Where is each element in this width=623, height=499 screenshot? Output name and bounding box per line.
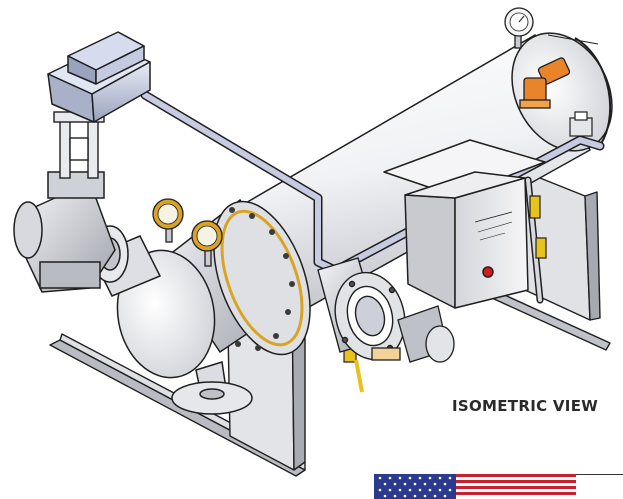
indicator-light	[482, 266, 494, 278]
control-valve-body	[13, 171, 162, 297]
top-temperature-gauge-icon	[504, 7, 534, 49]
inlet-flange	[317, 257, 406, 361]
control-valve-yoke	[53, 111, 105, 179]
pressure-gauge-icon	[152, 198, 223, 267]
control-valve-actuator-icon	[47, 31, 151, 123]
us-flag-icon	[374, 474, 576, 499]
title-block-rule	[576, 474, 623, 475]
control-panel-box	[383, 139, 546, 309]
view-title: ISOMETRIC VIEW	[452, 397, 599, 415]
motor-actuator	[371, 305, 455, 363]
strainer-flange	[213, 200, 311, 356]
relief-valve-icon	[519, 57, 571, 109]
